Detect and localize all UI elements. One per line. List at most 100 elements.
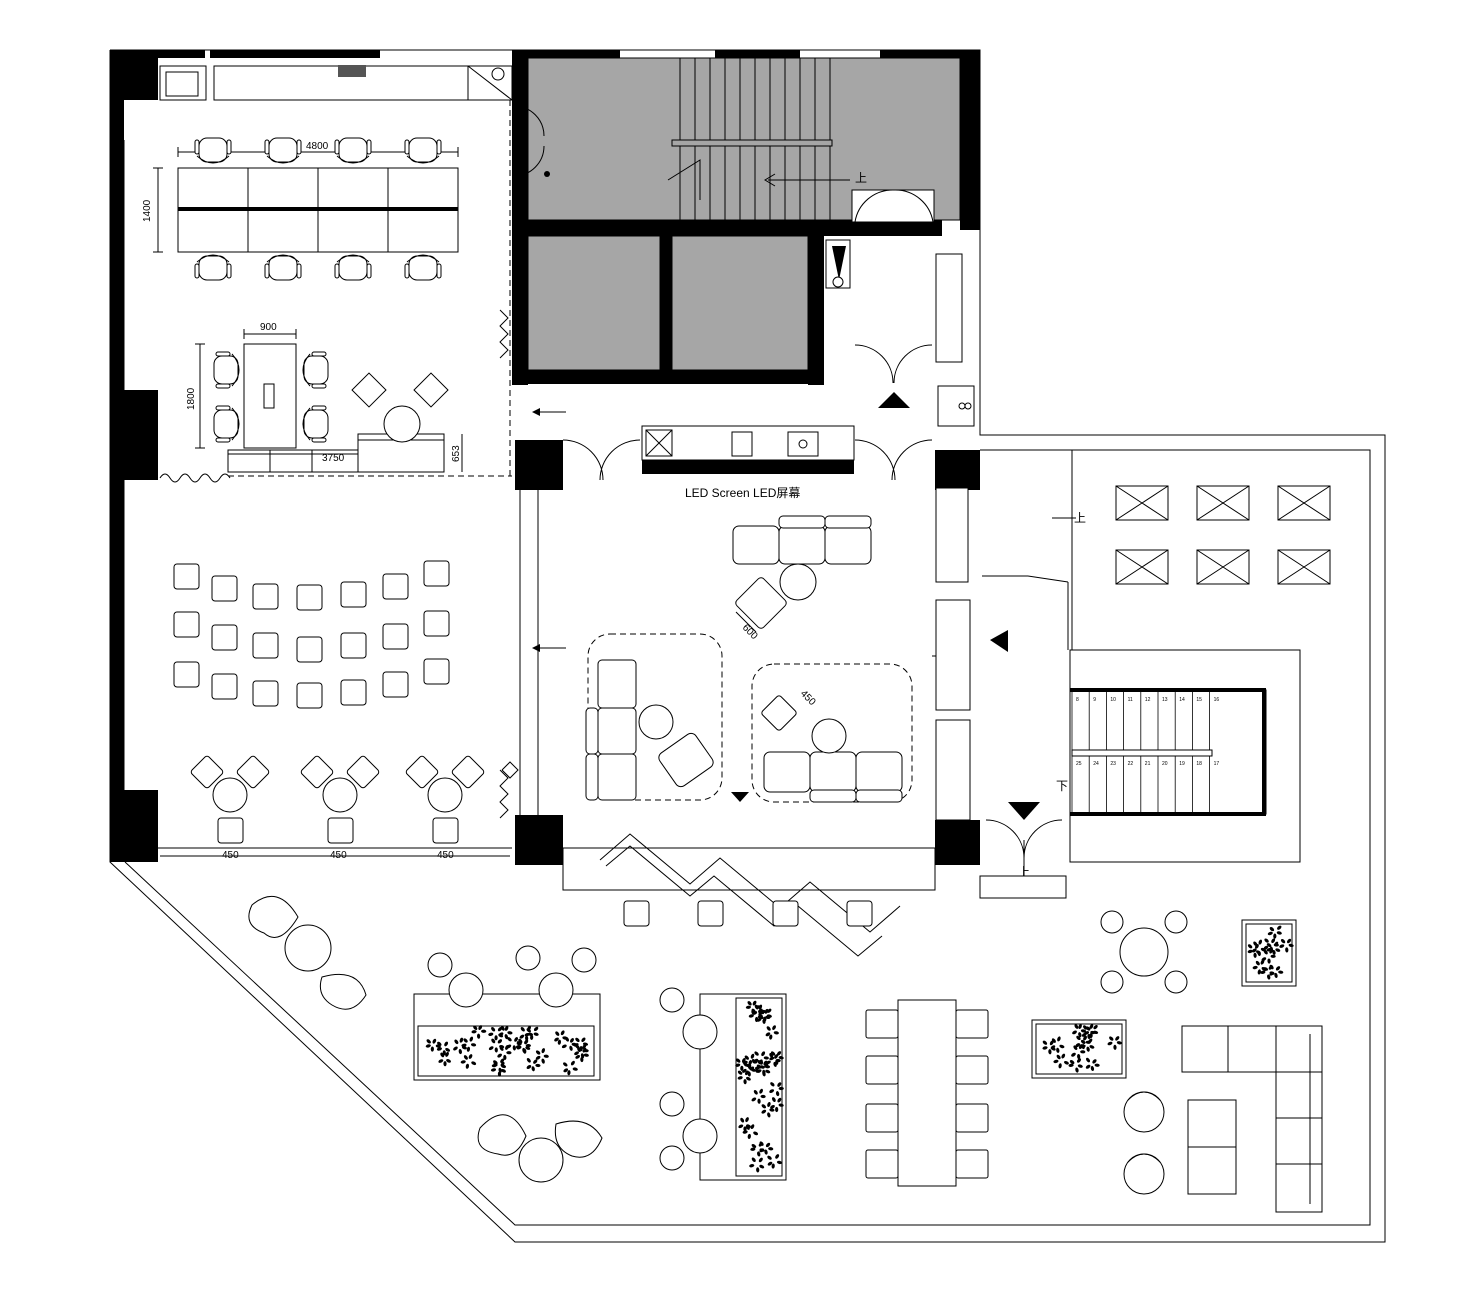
stool-icon	[296, 682, 323, 709]
skylight-icon	[1115, 549, 1169, 585]
folding-glass-wall	[562, 833, 936, 957]
skylight-icon	[1196, 485, 1250, 521]
round-table-icon	[212, 777, 248, 813]
round-table-icon	[322, 777, 358, 813]
dim-table-length: 4800	[306, 141, 329, 152]
bar-stool-icon	[623, 900, 650, 927]
dim-450-a: 450	[222, 850, 239, 861]
core-stairwell: 上	[527, 57, 961, 371]
utility-rooms	[825, 239, 975, 821]
stool-icon	[346, 755, 380, 789]
planting-icon	[425, 1025, 589, 1077]
stool-icon	[340, 581, 367, 608]
stool-icon	[211, 575, 238, 602]
stair-step-number: 16	[1214, 697, 1220, 703]
stool-icon	[217, 817, 244, 844]
dim-450-c: 450	[437, 850, 454, 861]
stool-icon	[211, 673, 238, 700]
chair-icon	[302, 405, 329, 443]
bar-stool-icon	[846, 900, 873, 927]
stair-step-number: 17	[1214, 761, 1220, 767]
stool-icon	[423, 610, 450, 637]
dim-meeting-width: 900	[260, 322, 277, 333]
reception-counter	[641, 425, 855, 474]
stair-up-label-core: 上	[855, 171, 867, 185]
stair-up-label-entry: 上	[1018, 865, 1030, 879]
skylight-icon	[1196, 549, 1250, 585]
bar-stools	[623, 900, 873, 927]
stool-icon	[236, 755, 270, 789]
dimension-1400: 1400	[142, 167, 163, 253]
led-screen-label: LED Screen LED屏幕	[685, 486, 800, 500]
stool-icon	[252, 632, 279, 659]
meeting-table-chairs	[213, 351, 329, 443]
round-table-icon	[427, 777, 463, 813]
chair-icon	[194, 254, 232, 281]
stair-step-number: 10	[1110, 697, 1116, 703]
bar-stool-icon	[772, 900, 799, 927]
stool-icon	[296, 636, 323, 663]
meeting-room	[159, 65, 550, 477]
skylight-icon	[1277, 485, 1331, 521]
dim-meeting-length: 1800	[186, 387, 197, 410]
stool-icon	[190, 755, 224, 789]
dim-cabinet-length: 3750	[322, 453, 345, 464]
stool-icon	[327, 817, 354, 844]
lounge-area: 600 450	[585, 515, 913, 803]
dim-table-depth: 1400	[142, 199, 153, 222]
chair-icon	[404, 254, 442, 281]
stair-step-number: 20	[1162, 761, 1168, 767]
stool-icon	[252, 583, 279, 610]
stool-icon	[423, 658, 450, 685]
stair-step-number: 23	[1110, 761, 1116, 767]
chair-icon	[334, 254, 372, 281]
stool-icon	[300, 755, 334, 789]
chair-icon	[213, 405, 240, 443]
planting-icon	[1247, 925, 1294, 980]
stair-step-number: 11	[1128, 697, 1133, 703]
skylights	[1115, 485, 1331, 585]
stool-icon	[340, 679, 367, 706]
glazing	[123, 140, 539, 849]
stool-icon	[296, 584, 323, 611]
chair-icon	[194, 137, 232, 164]
terrace-furniture	[248, 896, 1323, 1213]
stool-icon	[432, 817, 459, 844]
stool-icon	[252, 680, 279, 707]
stair-step-number: 9	[1093, 697, 1096, 703]
chair-icon	[264, 254, 302, 281]
stair-step-number: 8	[1076, 697, 1079, 703]
planting-icon	[1042, 1024, 1122, 1073]
dim-cabinet-depth: 653	[451, 445, 462, 462]
bottom-dims: 450 450 450	[160, 850, 510, 861]
stair-step-number: 24	[1093, 761, 1099, 767]
skylight-icon	[1115, 485, 1169, 521]
stool-icon	[405, 755, 439, 789]
stair-step-number: 21	[1145, 761, 1151, 767]
stool-clusters	[190, 755, 485, 844]
planting-icon	[735, 1000, 784, 1173]
skylight-icon	[1277, 549, 1331, 585]
stair-down-label: 下	[1056, 779, 1068, 793]
long-table-chairs	[194, 137, 442, 281]
stool-icon	[173, 661, 200, 688]
stool-icon	[382, 623, 409, 650]
chair-icon	[302, 351, 329, 389]
long-conference-table	[177, 167, 459, 253]
stool-icon	[382, 671, 409, 698]
stool-icon	[382, 573, 409, 600]
small-meeting-table: 900 1800	[186, 322, 297, 449]
stool-icon	[423, 560, 450, 587]
stool-icon	[451, 755, 485, 789]
sliding-curtain	[159, 473, 231, 483]
stair-up-label-right: 上	[1074, 511, 1086, 525]
stool-icon	[211, 624, 238, 651]
storage-cabinet: 3750 653	[227, 372, 463, 473]
chair-icon	[404, 137, 442, 164]
bar-stool-icon	[697, 900, 724, 927]
training-room-stools	[173, 560, 450, 709]
dim-lounge-450: 450	[798, 688, 818, 708]
